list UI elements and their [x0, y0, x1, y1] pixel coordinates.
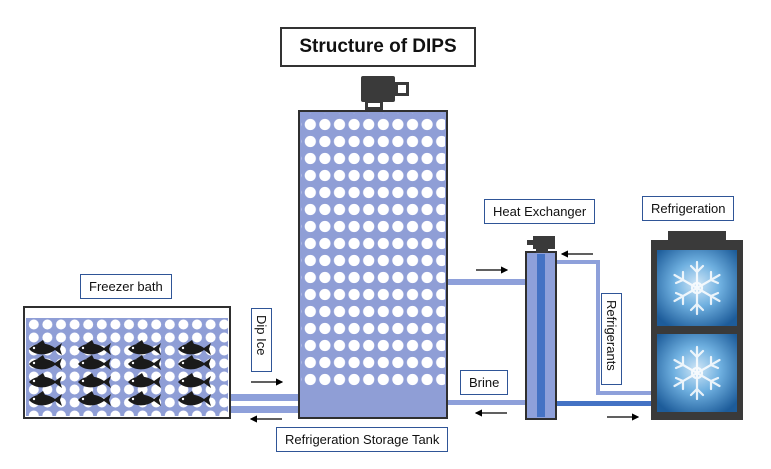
tank-to-exchanger-pipe [444, 279, 530, 285]
refrigeration-unit [651, 231, 743, 420]
freezer-bath [23, 306, 231, 419]
brine-label: Brine [460, 370, 509, 395]
refrigerant-pipe-bottom [555, 401, 655, 406]
refrigeration-storage-tank [298, 110, 448, 419]
brine-return-pipe [228, 394, 304, 401]
page-title: Structure of DIPS [280, 27, 476, 67]
heat-exchanger-label: Heat Exchanger [484, 199, 596, 224]
brine-pipe [444, 400, 530, 405]
freezer-bath-label: Freezer bath [80, 274, 172, 299]
dip-ice-supply-pipe [228, 406, 304, 413]
refrigeration-label: Refrigeration [642, 196, 735, 221]
heat-exchanger [525, 236, 557, 420]
storage-tank-label: Refrigeration Storage Tank [276, 427, 449, 452]
refrigerant-loop [556, 260, 655, 395]
refrigerants-label: Refrigerants [601, 293, 622, 385]
dip-ice-label: Dip Ice [251, 308, 272, 372]
flow-arrow-icon [249, 250, 640, 423]
pipes [228, 279, 655, 413]
pump-motor-icon [361, 76, 409, 110]
